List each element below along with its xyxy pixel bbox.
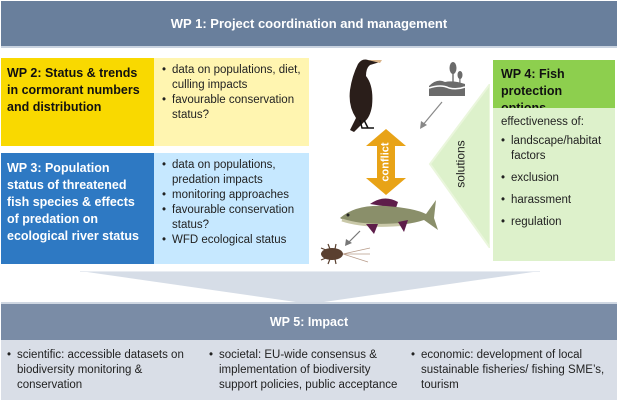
solutions-triangle: [428, 84, 490, 248]
wp3-title: WP 3: Population status of threatened fi…: [7, 161, 140, 243]
wp5-bullet: economic: development of local sustainab…: [411, 348, 611, 393]
wp1-header: WP 1: Project coordination and managemen…: [1, 1, 617, 48]
conflict-label: conflict: [380, 142, 392, 182]
wp5-bullet: scientific: accessible datasets on biodi…: [7, 348, 209, 393]
cormorant-image: [349, 59, 382, 132]
wp5-column-economic: economic: development of local sustainab…: [411, 348, 611, 400]
solutions-label: solutions: [454, 140, 468, 188]
landscape-icon: [428, 62, 466, 96]
wp3-bullet: favourable conservation status?: [162, 203, 303, 233]
wp4-bullet: regulation: [501, 215, 607, 230]
wp5-column-societal: societal: EU-wide consensus & implementa…: [209, 348, 411, 400]
wp2-bullet: favourable conservation status?: [162, 93, 303, 123]
down-arrow-to-impact: [80, 271, 540, 304]
wp4-bullets-box: effectiveness of: landscape/habitat fact…: [493, 108, 615, 261]
wp2-bullets-box: data on populations, diet, culling impac…: [154, 58, 309, 146]
fish-image: [340, 198, 438, 234]
arrow-landscape-to-cormorant: [420, 101, 443, 129]
wp3-bullet: data on populations, predation impacts: [162, 158, 303, 188]
wp5-bullet: societal: EU-wide consensus & implementa…: [209, 348, 411, 393]
wp5-column-scientific: scientific: accessible datasets on biodi…: [7, 348, 209, 400]
wp5-title: WP 5: Impact: [269, 315, 349, 329]
wp2-title-box: WP 2: Status & trends in cormorant numbe…: [1, 58, 154, 146]
solutions-label-box: solutions: [441, 120, 481, 208]
wp5-header: WP 5: Impact: [1, 302, 617, 340]
insect-larva-image: [320, 243, 371, 265]
conflict-double-arrow: [366, 129, 406, 195]
wp5-impacts-box: scientific: accessible datasets on biodi…: [1, 340, 617, 400]
wp3-bullet: monitoring approaches: [162, 188, 303, 203]
conflict-label-box: conflict: [366, 129, 406, 195]
wp1-title: WP 1: Project coordination and managemen…: [170, 16, 448, 31]
wp3-title-box: WP 3: Population status of threatened fi…: [1, 153, 154, 264]
wp3-bullets-box: data on populations, predation impacts m…: [154, 153, 309, 264]
wp4-intro: effectiveness of:: [501, 116, 584, 128]
wp4-bullet: harassment: [501, 193, 607, 208]
wp3-bullet: WFD ecological status: [162, 233, 303, 248]
wp4-bullet: exclusion: [501, 171, 607, 186]
wp2-bullet: data on populations, diet, culling impac…: [162, 63, 303, 93]
wp4-title-box: WP 4: Fish protection options: [493, 60, 615, 115]
wp4-bullet: landscape/habitat factors: [501, 134, 607, 164]
wp2-title: WP 2: Status & trends in cormorant numbe…: [7, 66, 140, 114]
arrow-fish-to-larva: [345, 230, 361, 246]
